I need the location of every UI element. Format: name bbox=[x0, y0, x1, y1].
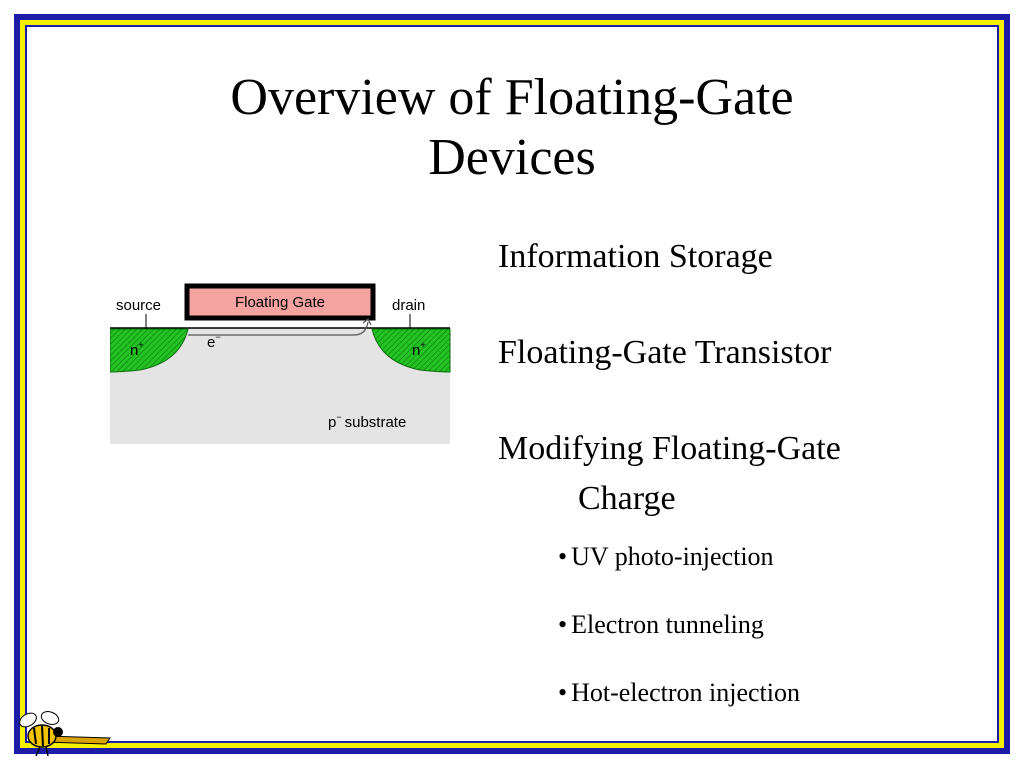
drain-n-label: n+ bbox=[412, 340, 426, 359]
sub-bullet-text: Electron tunneling bbox=[571, 610, 764, 639]
source-label: source bbox=[116, 297, 161, 314]
floating-gate-label: Floating Gate bbox=[235, 294, 325, 311]
source-n-plus-region bbox=[110, 328, 189, 373]
bullet-dot: • bbox=[558, 610, 568, 639]
bullet-modifying-line-1: Modifying Floating-Gate bbox=[498, 430, 841, 467]
slide-title-line-1: Overview of Floating-Gate bbox=[230, 69, 794, 126]
sub-bullet-text: UV photo-injection bbox=[571, 542, 774, 571]
substrate-label: p−substrate bbox=[328, 412, 406, 431]
source-n-label: n+ bbox=[130, 340, 144, 359]
sub-bullet-uv: •UV photo-injection bbox=[558, 540, 774, 574]
floating-gate-transistor-diagram: Floating Gate source drain n+ n+ e− p−su… bbox=[110, 283, 451, 444]
electron-arrow-head bbox=[362, 318, 372, 326]
bullet-information-storage: Information Storage bbox=[498, 238, 773, 275]
sub-bullet-tunneling: •Electron tunneling bbox=[558, 608, 764, 642]
electron-injection-path bbox=[188, 321, 369, 336]
electron-label: e− bbox=[207, 332, 221, 351]
floating-gate-box bbox=[184, 283, 376, 321]
yellow-jacket-bee-logo-icon bbox=[19, 711, 111, 757]
bullet-modifying-line-2: Charge bbox=[578, 480, 676, 517]
bullet-dot: • bbox=[558, 678, 568, 707]
drain-label: drain bbox=[392, 297, 425, 314]
drain-n-plus-region bbox=[371, 328, 451, 373]
bullet-modifying-charge: Modifying Floating-Gate Charge bbox=[498, 424, 841, 524]
bullet-floating-gate-transistor: Floating-Gate Transistor bbox=[498, 334, 832, 371]
sub-bullet-hot-electron: •Hot-electron injection bbox=[558, 676, 800, 710]
sub-bullet-text: Hot-electron injection bbox=[571, 678, 800, 707]
slide-title-line-2: Devices bbox=[428, 129, 596, 186]
slide-title: Overview of Floating-Gate Devices bbox=[0, 68, 1024, 188]
bullet-dot: • bbox=[558, 542, 568, 571]
